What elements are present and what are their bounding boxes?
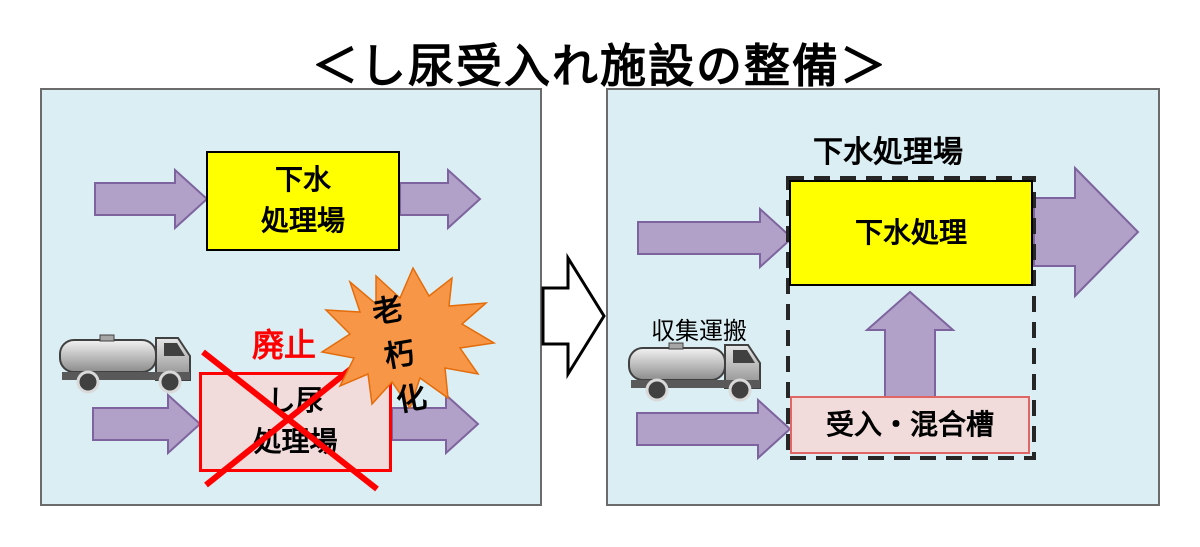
outflow-arrow-bottom-left [391, 392, 480, 456]
inflow-arrow-top-left [94, 167, 209, 231]
abolished-label: 廃止 [252, 326, 317, 364]
inflow-arrow-bottom-right [636, 397, 792, 461]
sewage-plant-box: 下水 処理場 [206, 151, 400, 251]
truck-icon [628, 342, 761, 402]
transition-arrow [541, 252, 606, 380]
human-waste-plant-box: し尿 処理場 [199, 372, 392, 472]
outflow-arrow-right [1033, 165, 1140, 299]
truck-icon [59, 334, 191, 394]
sewage-plant-boundary [786, 176, 1036, 460]
receiving-mixing-tank-box: 受入・混合槽 [790, 396, 1030, 454]
inflow-arrow-bottom-left [92, 392, 202, 456]
inflow-arrow-top-right [637, 206, 794, 270]
sewage-plant-label: 下水処理場 [813, 135, 963, 170]
aging-burst-icon [320, 266, 497, 410]
collection-transport-label: 収集運搬 [651, 317, 747, 345]
page-title: ＜し尿受入れ施設の整備＞ [312, 39, 888, 93]
outflow-arrow-top-left [399, 167, 482, 231]
sewage-treatment-box: 下水処理 [789, 180, 1033, 286]
upward-arrow [864, 290, 956, 398]
abolished-cross-mark [201, 349, 379, 492]
